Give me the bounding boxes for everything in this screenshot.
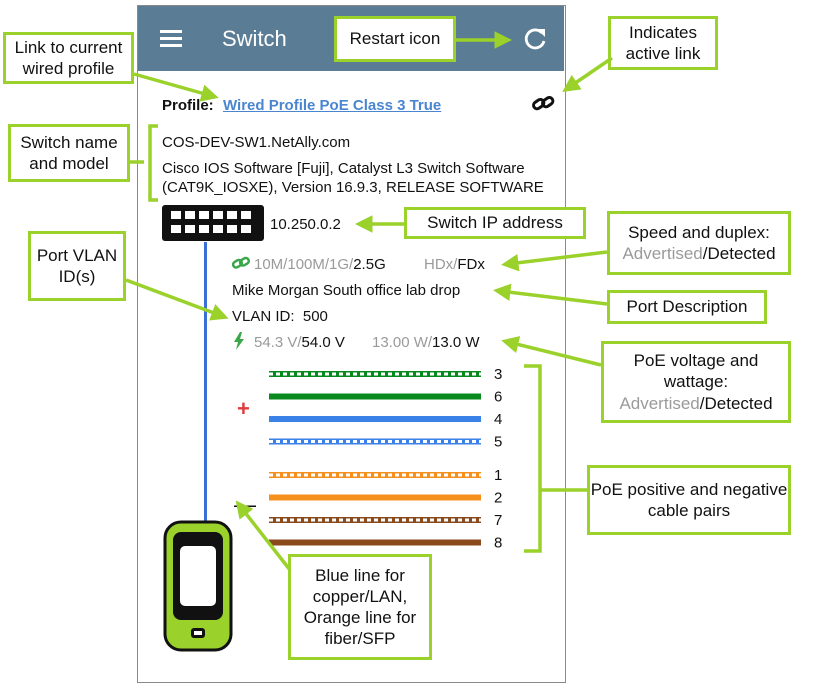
network-switch-icon (162, 205, 264, 241)
switch-model-line2: (CAT9K_IOSXE), Version 16.9.3, RELEASE S… (162, 179, 544, 196)
poe-wattage: 13.00 W/13.0 W (372, 334, 480, 351)
callout-speed-duplex: Speed and duplex: Advertised/Detected (607, 211, 791, 275)
poe-voltage: 54.3 V/54.0 V (254, 334, 345, 351)
callout-line-color: Blue line for copper/LAN, Orange line fo… (288, 554, 432, 660)
callout-active-link: Indicates active link (608, 16, 718, 70)
link-chain-icon (232, 256, 250, 269)
link-chain-icon (532, 95, 555, 111)
speed-info: 10M/100M/1G/2.5G (254, 256, 386, 273)
pair-number-8: 8 (494, 535, 502, 552)
lightning-bolt-icon (234, 332, 244, 350)
copper-link-line (204, 242, 207, 527)
callout-switch-ip: Switch IP address (404, 207, 586, 239)
pair-number-6: 6 (494, 389, 502, 406)
profile-link[interactable]: Wired Profile PoE Class 3 True (223, 97, 442, 114)
callout-link-profile: Link to current wired profile (3, 32, 134, 84)
port-description: Mike Morgan South office lab drop (232, 282, 461, 299)
pair-number-7: 7 (494, 512, 502, 529)
app-title: Switch (222, 26, 287, 51)
switch-model-line1: Cisco IOS Software [Fuji], Catalyst L3 S… (162, 160, 525, 177)
vlan-info: VLAN ID: 500 (232, 308, 328, 325)
switch-ip: 10.250.0.2 (270, 216, 341, 233)
cable-pairs: 3 6 4 5 1 2 7 8 (269, 366, 502, 552)
duplex-info: HDx/FDx (424, 256, 485, 273)
pair-number-4: 4 (494, 411, 502, 428)
pair-number-5: 5 (494, 434, 502, 451)
callout-poe-pairs: PoE positive and negative cable pairs (587, 465, 791, 535)
tester-device-icon (163, 520, 233, 652)
callout-restart-icon: Restart icon (334, 16, 456, 62)
pair-number-2: 2 (494, 490, 502, 507)
pair-number-1: 1 (494, 467, 502, 484)
hamburger-menu-icon[interactable] (160, 30, 182, 47)
callout-port-vlan: Port VLAN ID(s) (28, 231, 126, 301)
pair-number-3: 3 (494, 366, 502, 383)
callout-poe-voltage: PoE voltage and wattage: Advertised/Dete… (601, 341, 791, 423)
switch-name: COS-DEV-SW1.NetAlly.com (162, 134, 351, 151)
callout-switch-name: Switch name and model (8, 124, 130, 182)
positive-symbol: + (237, 396, 250, 421)
refresh-icon[interactable] (522, 26, 548, 52)
callout-port-description: Port Description (607, 290, 767, 324)
